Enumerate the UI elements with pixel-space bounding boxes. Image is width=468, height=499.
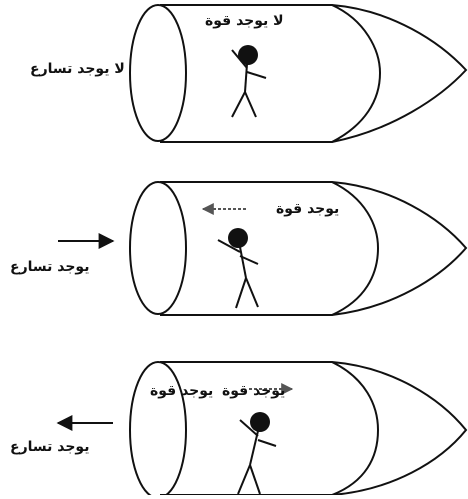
stick-figure-2 bbox=[218, 228, 258, 308]
force-label-3b: يوجد قوة bbox=[222, 384, 285, 398]
rocket-rear-end-1 bbox=[130, 5, 186, 141]
scene-1 bbox=[130, 5, 466, 142]
stick-figure-1 bbox=[232, 45, 266, 117]
acceleration-label-3: يوجد تسارع bbox=[10, 440, 89, 454]
rocket-body-3 bbox=[160, 362, 466, 495]
acceleration-label-2: يوجد تسارع bbox=[10, 260, 89, 274]
stick-figure-3 bbox=[238, 412, 276, 494]
rocket-rear-end-2 bbox=[130, 182, 186, 314]
acceleration-label-1: لا يوجد تسارع bbox=[30, 62, 125, 76]
rocket-nose-divider-1 bbox=[332, 5, 380, 142]
force-label-2: يوجد قوة bbox=[276, 202, 339, 216]
rocket-rear-end-3 bbox=[130, 362, 186, 495]
rocket-nose-divider-3 bbox=[332, 362, 378, 495]
force-label-1: لا يوجد قوة bbox=[205, 14, 284, 28]
scene-3 bbox=[58, 362, 466, 495]
scene-2 bbox=[58, 182, 466, 315]
force-label-3: يوجد قوة bbox=[150, 384, 213, 398]
